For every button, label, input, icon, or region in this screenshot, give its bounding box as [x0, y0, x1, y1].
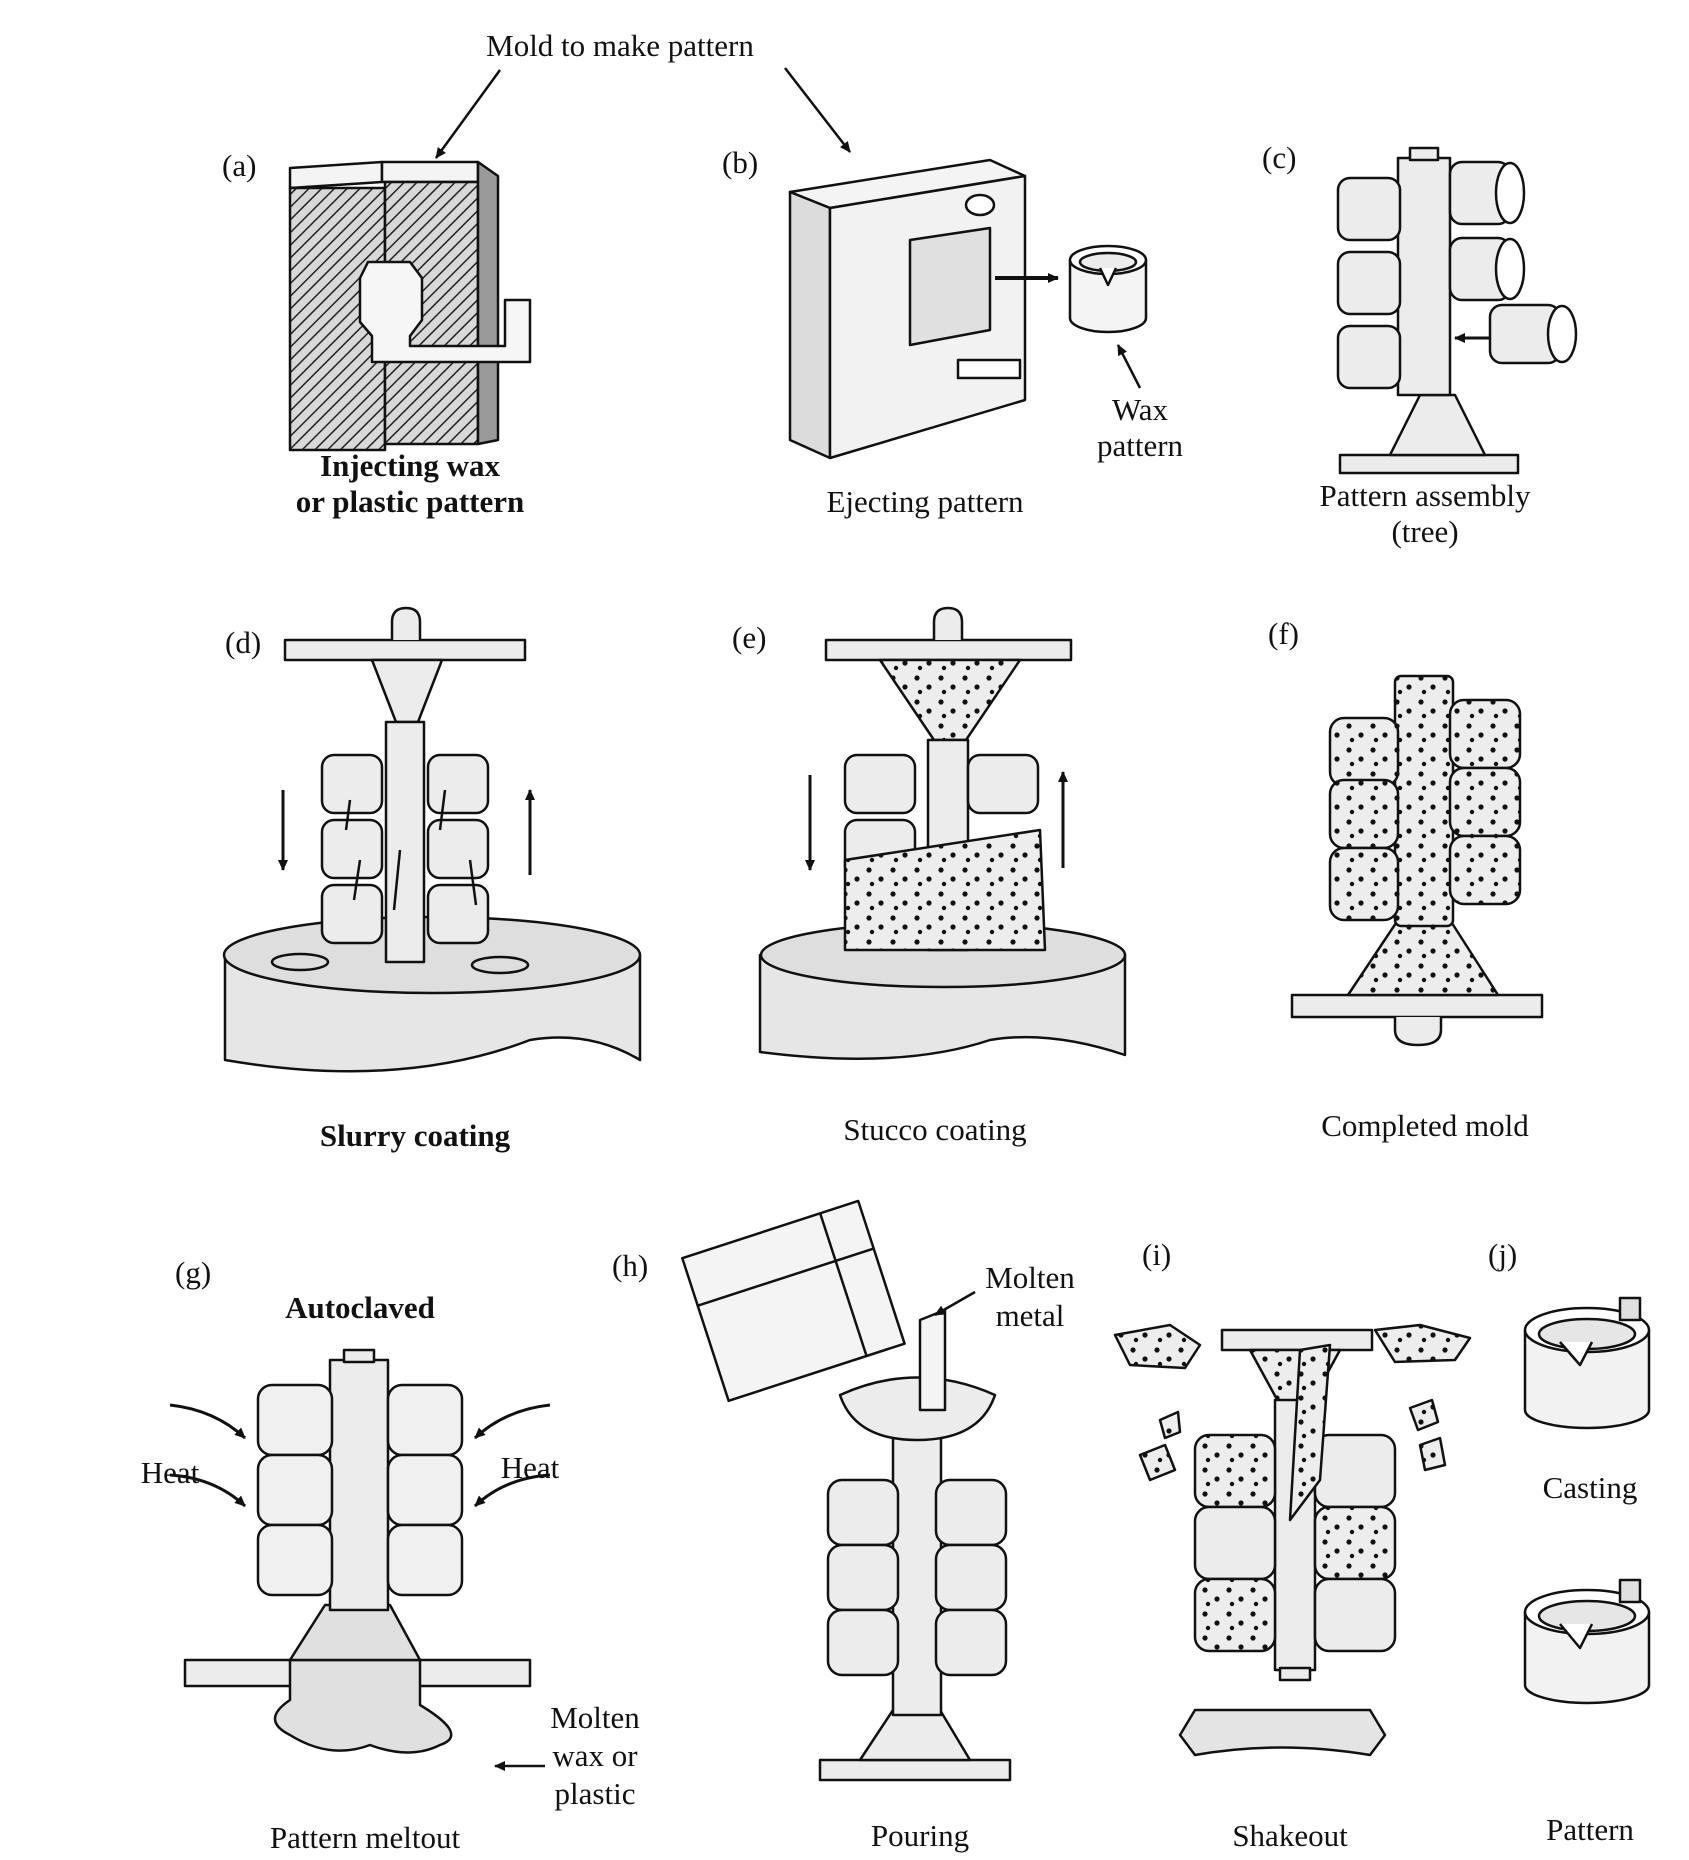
panel-a-mold [288, 160, 532, 452]
panel-c-caption-line2: (tree) [1391, 514, 1459, 549]
panel-i-letter: (i) [1142, 1237, 1172, 1272]
panel-e-stucco [758, 606, 1127, 1060]
autoclaved-label: Autoclaved [285, 1290, 435, 1325]
panel-f-caption: Completed mold [1321, 1108, 1529, 1143]
panel-f-letter: (f) [1268, 616, 1299, 651]
panel-f-mold [1290, 674, 1544, 1047]
panel-g-meltout [169, 1348, 551, 1771]
panel-j-casting [1523, 1296, 1651, 1430]
panel-i-shakeout [1113, 1323, 1472, 1757]
panel-c-tree [1336, 146, 1578, 475]
panel-h-letter: (h) [612, 1248, 649, 1283]
panel-h-pouring [681, 1199, 1012, 1782]
panel-b-mold [788, 158, 1148, 460]
pattern-label: Pattern [1546, 1812, 1634, 1847]
panel-j-letter: (j) [1488, 1237, 1518, 1272]
panel-g-letter: (g) [175, 1255, 212, 1290]
panel-e-letter: (e) [732, 620, 767, 655]
casting-label: Casting [1542, 1470, 1638, 1505]
panel-a-letter: (a) [222, 148, 257, 183]
title-arrows [434, 67, 851, 159]
molten-metal-label-line2: metal [995, 1298, 1065, 1333]
molten-wax-label-line2: wax or [552, 1738, 638, 1773]
panel-b-letter: (b) [722, 145, 759, 180]
panel-a-caption-line2: or plastic pattern [295, 484, 525, 519]
panel-j-pattern [1523, 1578, 1651, 1705]
panel-h-caption: Pouring [870, 1818, 970, 1853]
molten-wax-label-line3: plastic [554, 1776, 636, 1811]
wax-pattern-label-line2: pattern [1096, 428, 1184, 463]
wax-pattern-label-line1: Wax [1111, 392, 1169, 427]
heat-left-label: Heat [140, 1455, 200, 1490]
panel-d-slurry [222, 606, 642, 1073]
molten-wax-label-line1: Molten [550, 1700, 640, 1735]
heat-right-label: Heat [500, 1450, 560, 1485]
molten-metal-label-line1: Molten [985, 1260, 1075, 1295]
panel-i-caption: Shakeout [1232, 1818, 1348, 1853]
panel-d-caption: Slurry coating [319, 1118, 511, 1153]
panel-c-caption-line1: Pattern assembly [1319, 478, 1531, 513]
panel-g-caption: Pattern meltout [269, 1820, 461, 1855]
panel-c-letter: (c) [1262, 140, 1297, 175]
figure-title: Mold to make pattern [486, 28, 754, 63]
panel-d-letter: (d) [225, 625, 262, 660]
panel-a-caption-line1: Injecting wax [320, 448, 500, 483]
panel-e-caption: Stucco coating [843, 1112, 1027, 1147]
panel-b-caption: Ejecting pattern [826, 484, 1024, 519]
